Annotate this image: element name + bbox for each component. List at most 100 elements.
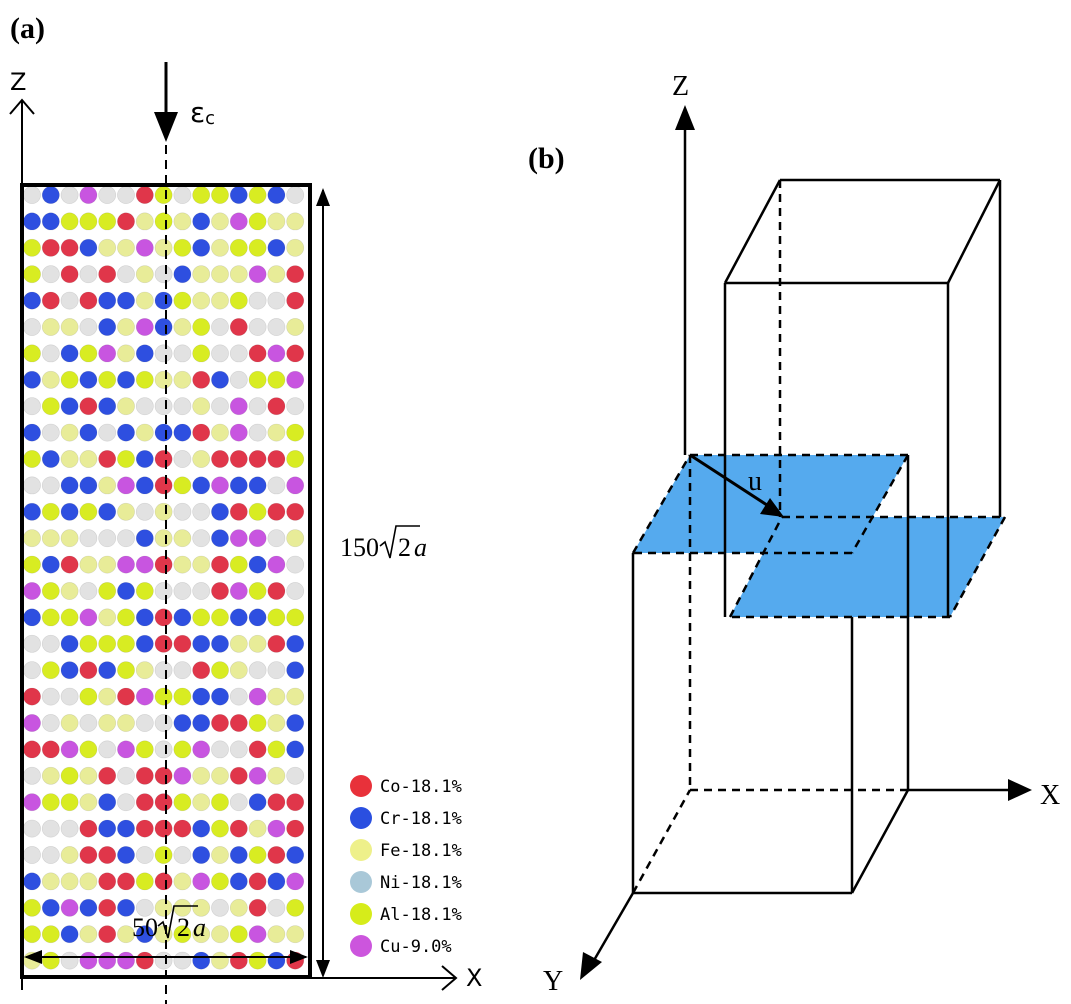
atom <box>229 423 248 442</box>
atom <box>211 740 229 759</box>
legend-swatch <box>350 839 372 861</box>
atom <box>23 740 41 759</box>
atom <box>211 212 229 231</box>
atom <box>248 740 267 759</box>
atom <box>79 397 98 416</box>
panel-a-label: (a) <box>10 12 45 45</box>
atom <box>60 476 79 495</box>
atom <box>211 793 229 812</box>
atom <box>60 423 79 442</box>
lower-block <box>631 455 910 895</box>
atom <box>41 766 60 785</box>
atom <box>211 714 229 732</box>
atom <box>60 819 79 838</box>
atom <box>229 661 248 680</box>
atom <box>117 634 135 653</box>
atom <box>41 661 60 680</box>
atom <box>135 819 154 838</box>
atom <box>211 634 229 653</box>
atom <box>23 450 41 468</box>
atom <box>229 846 248 864</box>
atom <box>41 450 60 468</box>
atom <box>135 661 154 680</box>
atom <box>98 397 117 416</box>
atom <box>229 766 248 785</box>
atom <box>117 978 134 995</box>
atom <box>267 476 286 495</box>
atom <box>192 502 211 521</box>
atom <box>173 344 192 363</box>
atom <box>192 476 211 495</box>
atom <box>248 555 267 574</box>
atom <box>23 291 41 310</box>
atom <box>41 318 60 336</box>
atom <box>154 634 173 653</box>
atom <box>267 740 286 759</box>
atom <box>192 450 211 468</box>
atom <box>60 502 79 521</box>
atom <box>41 186 60 204</box>
atom <box>41 555 60 574</box>
atom <box>211 423 229 442</box>
atom <box>174 978 191 995</box>
atom <box>79 318 98 336</box>
atom-lattice <box>23 186 305 995</box>
atom <box>60 846 79 864</box>
atom <box>98 502 117 521</box>
atom <box>211 555 229 574</box>
atom <box>154 502 173 521</box>
upper-block <box>723 178 1002 617</box>
legend-label: Cu-9.0% <box>380 937 452 957</box>
atom <box>154 951 173 970</box>
atom <box>229 951 248 970</box>
atom <box>60 872 79 891</box>
atom <box>79 872 98 891</box>
atom <box>79 819 98 838</box>
atom <box>192 318 211 336</box>
atom <box>267 397 286 416</box>
atom <box>79 370 98 389</box>
atom <box>135 740 154 759</box>
atom <box>98 951 117 970</box>
atom <box>173 502 192 521</box>
atom <box>135 951 154 970</box>
atom <box>79 238 98 257</box>
atom <box>154 238 173 257</box>
atom <box>60 265 79 284</box>
atom <box>248 951 267 970</box>
atom <box>117 238 135 257</box>
atom <box>60 238 79 257</box>
atom <box>211 766 229 785</box>
atom <box>211 582 229 600</box>
atom <box>41 951 60 970</box>
atom <box>79 740 98 759</box>
atom <box>229 687 248 706</box>
atom <box>41 687 60 706</box>
atom <box>98 318 117 336</box>
atom <box>154 265 173 284</box>
atom <box>154 291 173 310</box>
displacement-vector <box>689 453 771 509</box>
atom <box>192 793 211 812</box>
atom <box>117 397 135 416</box>
atom <box>211 476 229 495</box>
atom <box>154 555 173 574</box>
atom <box>286 608 305 627</box>
atom <box>192 555 211 574</box>
atom <box>23 766 41 785</box>
atom <box>286 925 305 944</box>
atom <box>211 978 228 995</box>
atom <box>135 687 154 706</box>
atom <box>135 872 154 891</box>
atom <box>211 344 229 363</box>
atom <box>60 212 79 231</box>
atom <box>267 212 286 231</box>
atom <box>211 529 229 548</box>
atom <box>248 714 267 732</box>
atom <box>23 529 41 548</box>
atom <box>229 819 248 838</box>
atom <box>135 634 154 653</box>
atom <box>192 212 211 231</box>
atom <box>267 582 286 600</box>
